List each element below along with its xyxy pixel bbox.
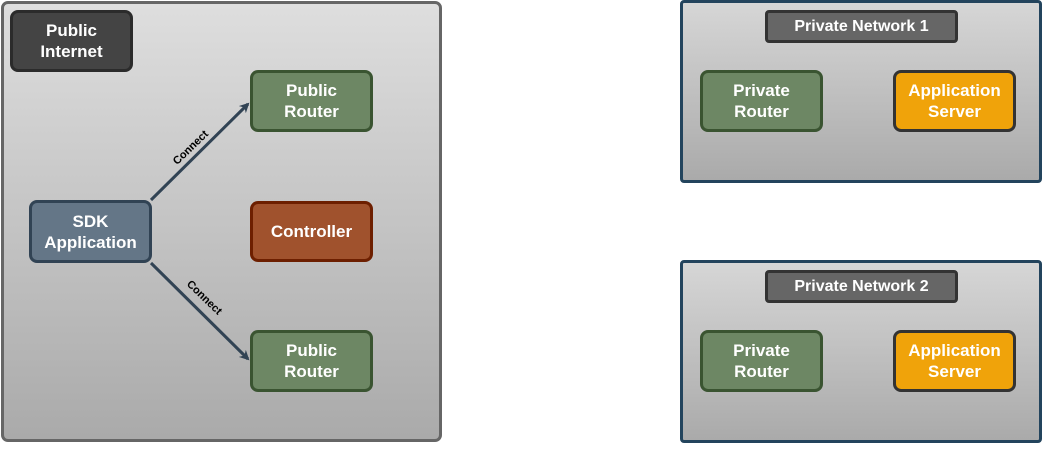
sdk-application[interactable]: SDK Application [29, 200, 152, 263]
public-router-bottom[interactable]: Public Router [250, 330, 373, 392]
private-network-2-label: Private Network 2 [765, 270, 958, 303]
connect-edge-top [149, 102, 250, 202]
application-server-1[interactable]: Application Server [893, 70, 1016, 132]
public-router-top[interactable]: Public Router [250, 70, 373, 132]
application-server-2[interactable]: Application Server [893, 330, 1016, 392]
private-router-2[interactable]: Private Router [700, 330, 823, 392]
public-internet-label: Public Internet [10, 10, 133, 72]
private-network-1-label: Private Network 1 [765, 10, 958, 43]
private-router-1[interactable]: Private Router [700, 70, 823, 132]
controller[interactable]: Controller [250, 201, 373, 262]
connect-label-bottom: Connect [184, 278, 224, 317]
connect-edge-bottom [149, 261, 250, 361]
